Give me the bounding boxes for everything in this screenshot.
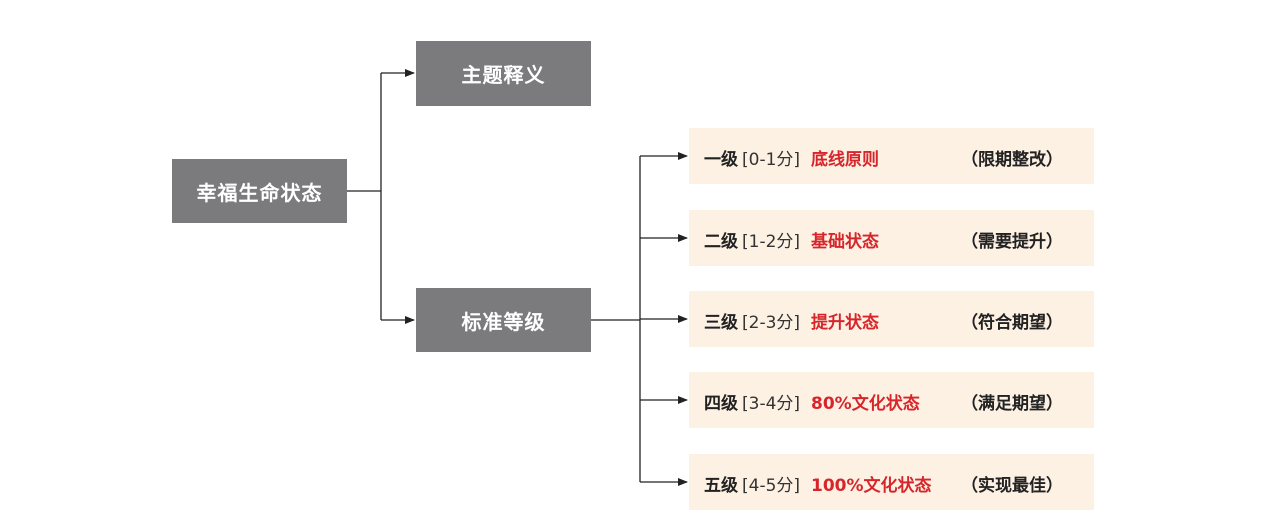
level-range: [3-4分] [742, 394, 801, 414]
branch-node-label: 标准等级 [461, 309, 546, 334]
level-range: [4-5分] [742, 476, 801, 496]
level-item: 五级 [4-5分] 100%文化状态 （实现最佳） [689, 454, 1094, 510]
level-item: 四级 [3-4分] 80%文化状态 （满足期望） [689, 372, 1094, 428]
level-name: 五级 [704, 476, 738, 496]
level-title: 基础状态 [811, 232, 879, 252]
level-item: 三级 [2-3分] 提升状态 （符合期望） [689, 291, 1094, 347]
level-range: [0-1分] [742, 150, 801, 170]
level-range: [2-3分] [742, 313, 801, 333]
level-name: 一级 [704, 150, 738, 170]
root-node-label: 幸福生命状态 [196, 180, 323, 205]
level-range: [1-2分] [742, 232, 801, 252]
level-title: 80%文化状态 [811, 394, 920, 414]
level-note: （需要提升） [961, 232, 1063, 252]
level-note: （符合期望） [961, 313, 1063, 333]
level-title: 底线原则 [811, 150, 879, 170]
level-note: （限期整改） [961, 150, 1063, 170]
level-note: （实现最佳） [961, 476, 1063, 496]
level-item: 二级 [1-2分] 基础状态 （需要提升） [689, 210, 1094, 266]
level-item: 一级 [0-1分] 底线原则 （限期整改） [689, 128, 1094, 184]
level-name: 四级 [704, 394, 738, 414]
level-title: 提升状态 [811, 313, 879, 333]
branch-node-label: 主题释义 [461, 63, 546, 87]
level-title: 100%文化状态 [811, 476, 932, 496]
level-name: 二级 [704, 232, 738, 252]
level-note: （满足期望） [961, 394, 1063, 414]
branch-node-standard: 标准等级 [416, 288, 591, 352]
level-name: 三级 [704, 313, 738, 333]
branch-node-theme: 主题释义 [416, 41, 591, 106]
root-node: 幸福生命状态 [172, 159, 347, 223]
